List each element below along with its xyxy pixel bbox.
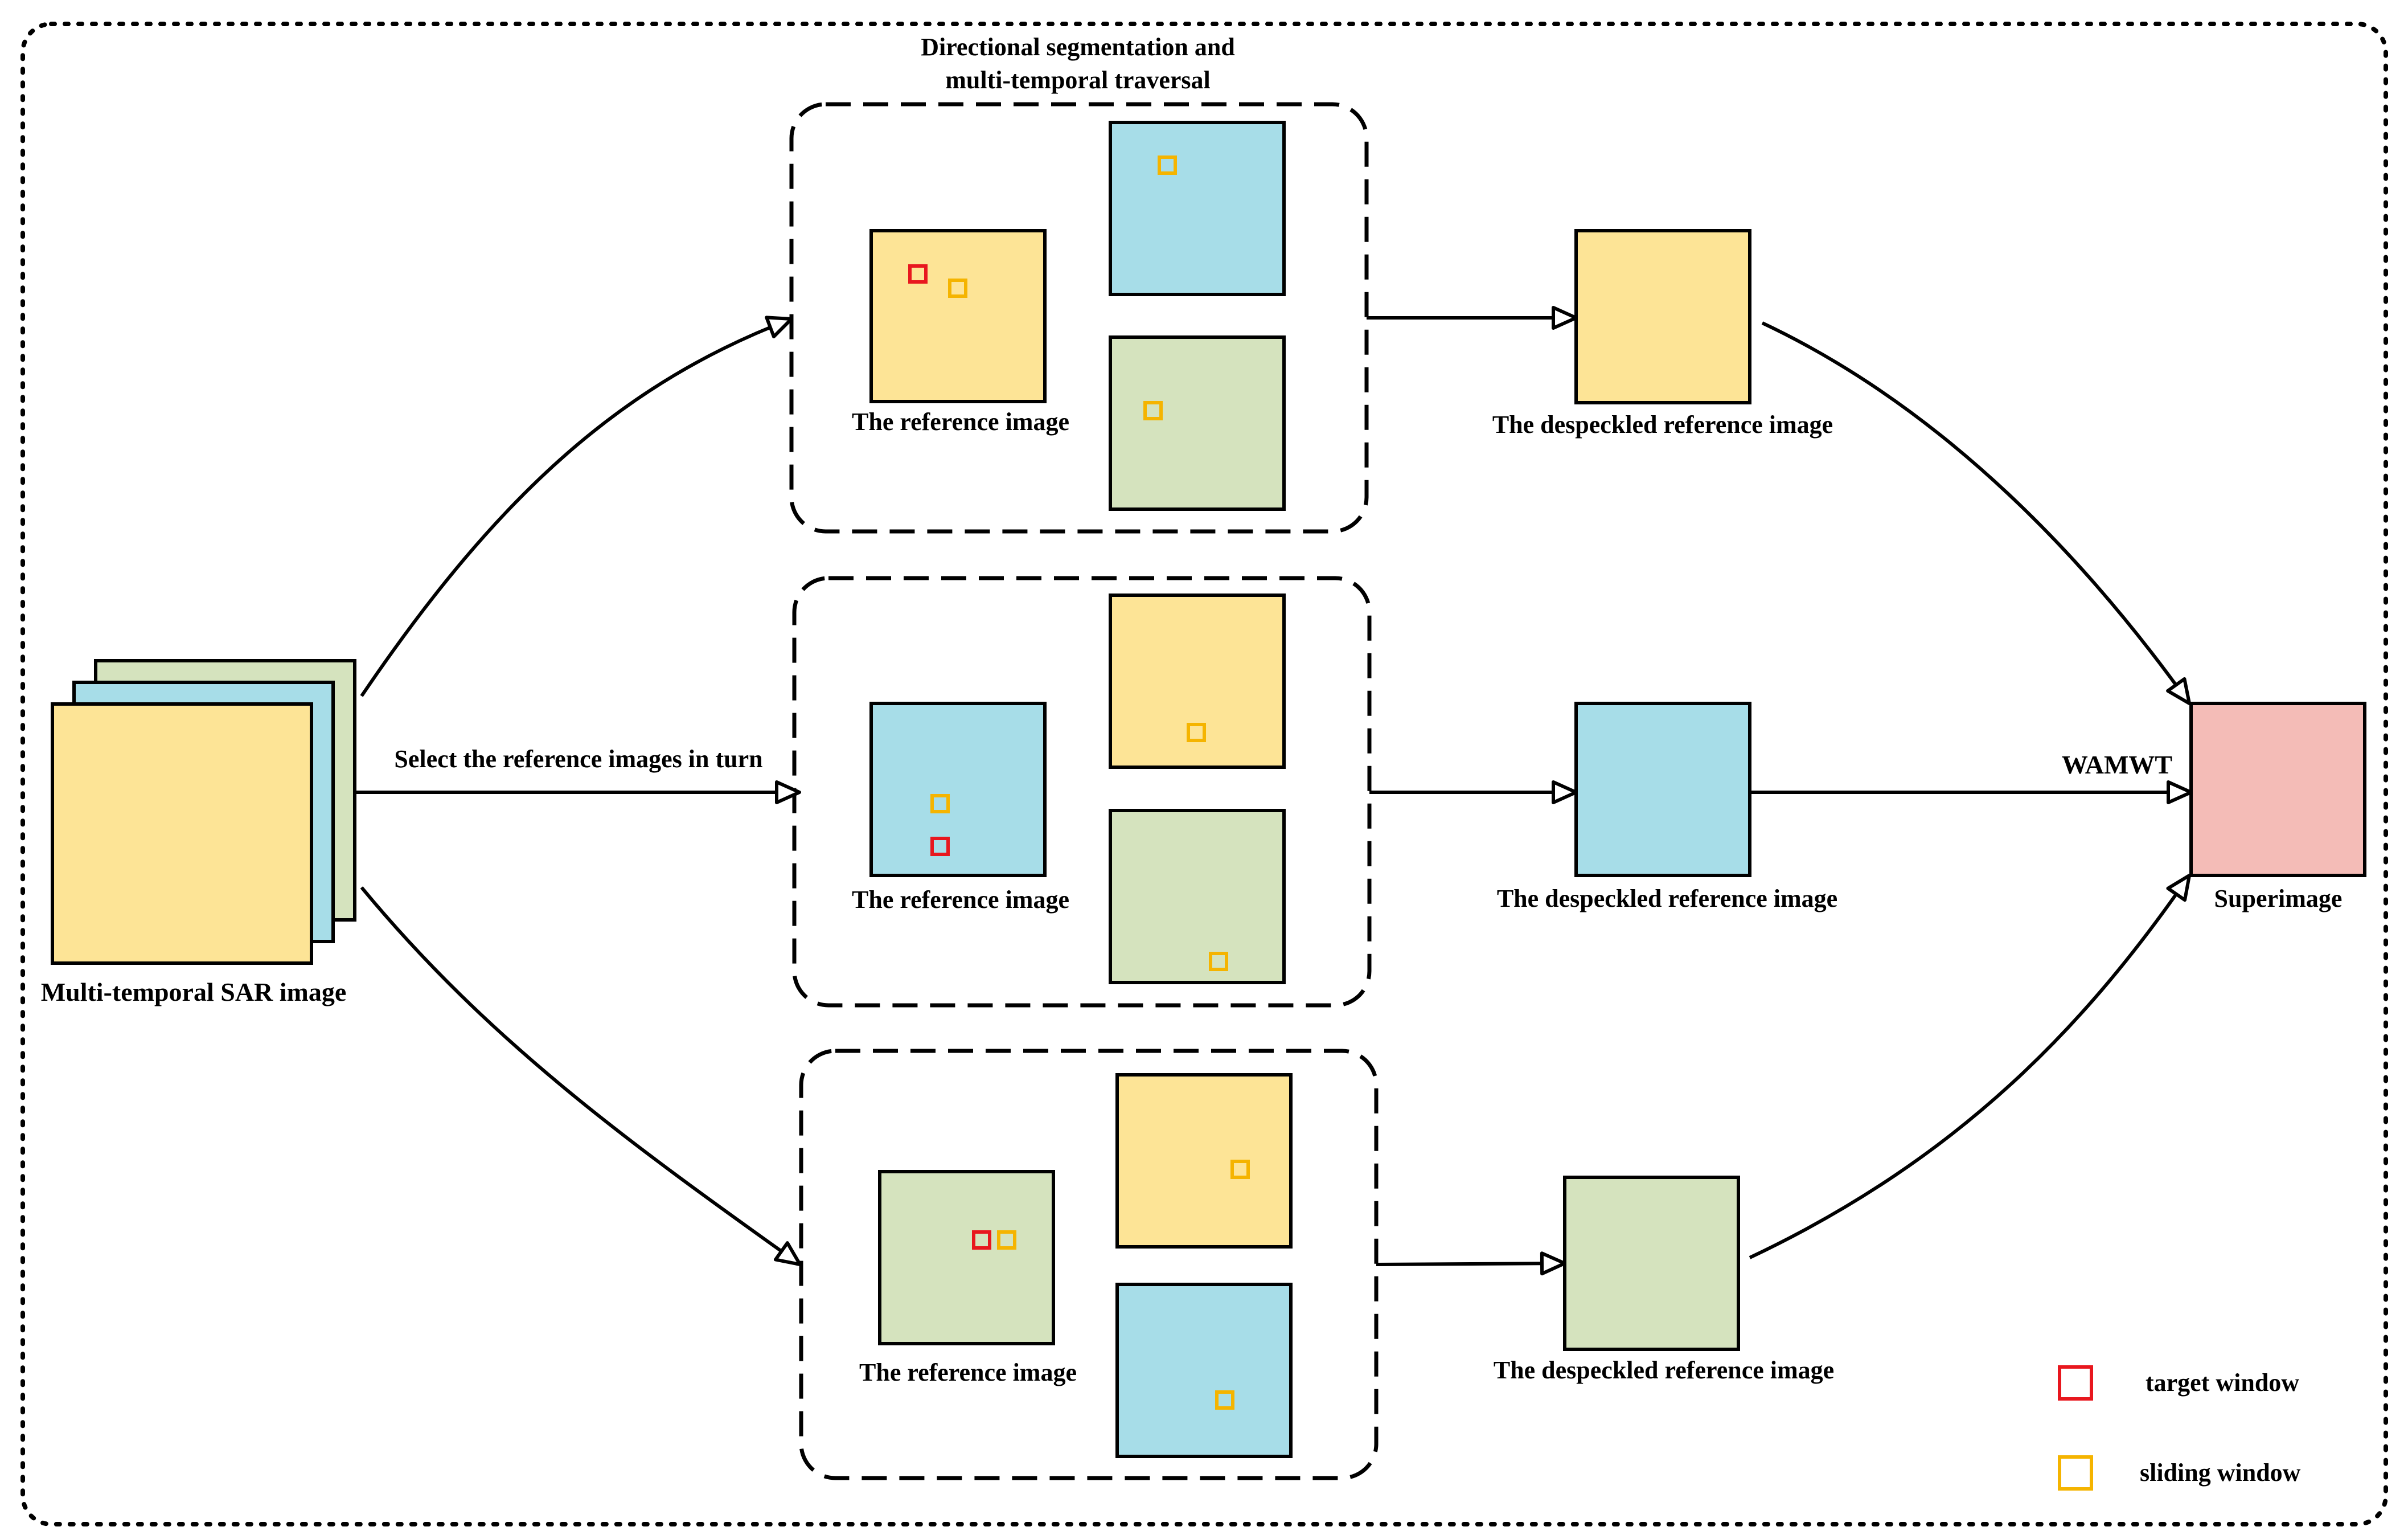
stack-layer-yellow bbox=[51, 702, 313, 965]
reference-image bbox=[869, 229, 1047, 403]
select-label: Select the reference images in turn bbox=[394, 745, 762, 773]
despeckled-image bbox=[1574, 229, 1751, 404]
segmentation-title-line2: multi-temporal traversal bbox=[945, 66, 1211, 94]
legend-sliding-swatch bbox=[2058, 1455, 2093, 1491]
target-window bbox=[972, 1230, 991, 1250]
reference-label: The reference image bbox=[852, 408, 1069, 436]
outer-frame bbox=[20, 22, 2388, 1526]
reference-label: The reference image bbox=[852, 886, 1069, 914]
legend-sliding-label: sliding window bbox=[2140, 1459, 2301, 1487]
despeckled-label: The despeckled reference image bbox=[1494, 1356, 1834, 1384]
target-window bbox=[908, 264, 928, 284]
reference-label: The reference image bbox=[859, 1358, 1077, 1386]
branch-1: The reference image The despeckled refer… bbox=[789, 102, 1833, 534]
legend-target-label: target window bbox=[2146, 1369, 2299, 1397]
legend: target window sliding window bbox=[2058, 1365, 2301, 1491]
arrow-input-to-branch-3 bbox=[360, 886, 802, 1266]
input-label: Multi-temporal SAR image bbox=[41, 977, 347, 1006]
segmentation-title-line1: Directional segmentation and bbox=[921, 33, 1235, 61]
branch-2: The reference image The despeckled refer… bbox=[792, 576, 1837, 1008]
despeckled-image bbox=[1574, 702, 1751, 877]
sliding-window bbox=[997, 1230, 1016, 1250]
sliding-window bbox=[930, 794, 950, 813]
sliding-window bbox=[1158, 155, 1177, 175]
fusion-label: WAMWT bbox=[2062, 750, 2172, 779]
sliding-window bbox=[1143, 401, 1163, 420]
arrow-input-to-branch-1 bbox=[360, 316, 793, 697]
traversal-image-top bbox=[1109, 594, 1286, 769]
legend-target-swatch bbox=[2058, 1365, 2093, 1401]
reference-image bbox=[878, 1170, 1055, 1345]
sliding-window bbox=[1215, 1390, 1234, 1410]
sliding-window bbox=[1230, 1160, 1250, 1179]
traversal-image-bottom bbox=[1109, 809, 1286, 984]
traversal-image-bottom bbox=[1115, 1283, 1293, 1458]
despeckled-image bbox=[1563, 1176, 1740, 1351]
sliding-window bbox=[1209, 952, 1228, 971]
despeckled-label: The despeckled reference image bbox=[1492, 411, 1833, 439]
reference-image bbox=[869, 702, 1047, 877]
target-window bbox=[930, 837, 950, 856]
sliding-window bbox=[948, 279, 967, 298]
traversal-image-top bbox=[1115, 1073, 1293, 1249]
sliding-window bbox=[1187, 723, 1206, 742]
superimage bbox=[2189, 702, 2366, 877]
arrow-despeckled-3-to-superimage bbox=[1749, 874, 2191, 1259]
traversal-image-bottom bbox=[1109, 335, 1286, 511]
superimage-label: Superimage bbox=[2214, 885, 2343, 912]
arrow-despeckled-1-to-superimage bbox=[1761, 321, 2191, 705]
input-image-stack bbox=[51, 659, 356, 965]
branch-3: The reference image The despeckled refer… bbox=[799, 1049, 1834, 1480]
arrow-branch-3-to-despeckled bbox=[1376, 1251, 1566, 1276]
despeckled-label: The despeckled reference image bbox=[1497, 885, 1837, 912]
traversal-image-top bbox=[1109, 121, 1286, 296]
